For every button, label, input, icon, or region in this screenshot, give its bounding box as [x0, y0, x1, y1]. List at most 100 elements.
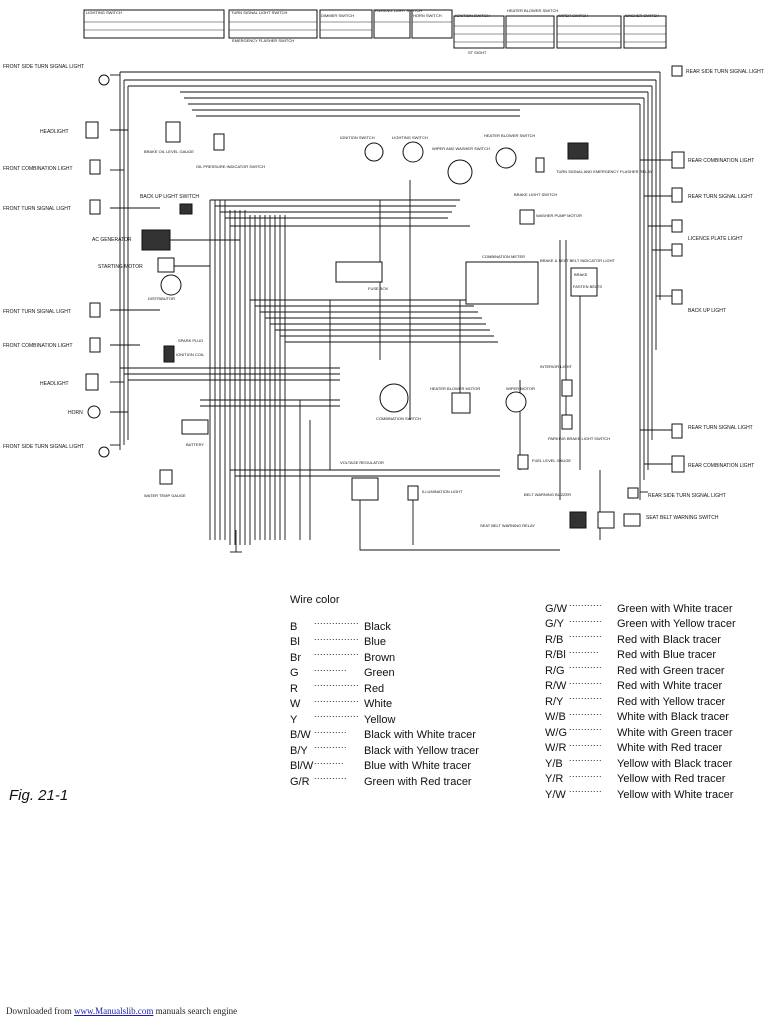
- legend-row: Y/R...........Yellow with Red tracer: [545, 767, 736, 786]
- legend-dots: ...........: [569, 706, 603, 717]
- legend-name: Green with White tracer: [617, 602, 733, 615]
- legend-name: Red with Yellow tracer: [617, 695, 726, 708]
- lbl-front-turn-2: FRONT TURN SIGNAL LIGHT: [3, 309, 71, 315]
- legend-name: Blue with White tracer: [364, 760, 471, 772]
- lbl-battery: BATTERY: [186, 442, 204, 447]
- legend-dots: ...............: [314, 631, 360, 642]
- legend-name: White with Black tracer: [617, 711, 729, 723]
- lbl-wiper-washer: WIPER AND WASHER SWITCH: [432, 146, 490, 151]
- legend-dots: ...........: [314, 771, 348, 781]
- legend-name: White with Red tracer: [617, 742, 723, 754]
- legend-code: Bl: [290, 636, 300, 648]
- lbl-turn-relay: TURN SIGNAL AND EMERGENCY FLASHER RELAY: [556, 169, 653, 174]
- lbl-water-temp: WATER TEMP GAUGE: [144, 493, 186, 498]
- lbl-front-side-turn-2: FRONT SIDE TURN SIGNAL LIGHT: [3, 444, 84, 450]
- legend-name: Black with White tracer: [364, 729, 476, 741]
- legend-code: B/W: [290, 729, 311, 741]
- legend-name: Black: [364, 620, 391, 633]
- legend-row: R/Y........... Red with Yellow tracer: [545, 689, 736, 708]
- legend-row: G/R...........Green with Red tracer: [290, 769, 479, 788]
- legend-title: Wire color: [290, 594, 340, 606]
- legend-dots: ..........: [314, 755, 345, 766]
- legend-dots: ...........: [569, 784, 603, 794]
- legend-row: G...........Green: [290, 661, 479, 680]
- lbl-front-combination-2: FRONT COMBINATION LIGHT: [3, 343, 73, 349]
- components: [85, 65, 685, 553]
- legend-code: W: [290, 698, 301, 710]
- legend-name: Red with White tracer: [617, 680, 723, 692]
- lbl-front-combination: FRONT COMBINATION LIGHT: [3, 166, 73, 172]
- lbl-fuse-box: FUSE BOX: [368, 286, 389, 291]
- legend-row: B...............Black: [290, 614, 479, 633]
- lbl-voltage-regulator: VOLTAGE REGULATOR: [340, 460, 384, 465]
- legend-dots: ...............: [314, 678, 360, 688]
- legend-row: W............... White: [290, 692, 479, 711]
- lbl-buzzer: BELT WARNING BUZZER: [524, 492, 571, 497]
- legend-name: Yellow with Red tracer: [617, 773, 726, 785]
- legend-row: R/B...........Red with Black tracer: [545, 627, 736, 646]
- legend-dots: ...............: [314, 693, 360, 704]
- harness: [110, 71, 672, 551]
- legend-name: Red: [364, 682, 385, 695]
- lbl-spark-plug: SPARK PLUG: [178, 338, 203, 343]
- legend-row: W/R...........White with Red tracer: [545, 736, 736, 755]
- lbl-lighting: LIGHTING SWITCH: [392, 135, 428, 140]
- center-labels: BRAKE OIL LEVEL GAUGE OIL PRESSURE INDIC…: [140, 133, 653, 528]
- lbl-fuel-gauge: FUEL LEVEL GAUGE: [532, 458, 571, 463]
- legend-code: R: [290, 682, 298, 695]
- legend-row: R............... Red: [290, 676, 479, 695]
- hdr-wiper: WIPER SWITCH: [558, 13, 588, 18]
- legend-dots: ...........: [569, 598, 603, 608]
- legend-row: R/Bl..........Red with Blue tracer: [545, 643, 736, 662]
- legend-code: B: [290, 620, 298, 633]
- legend-row: W/B...........White with Black tracer: [545, 705, 736, 724]
- lbl-ignition-coil: IGNITION COIL: [176, 352, 205, 357]
- hdr-washer: WASHER SWITCH: [625, 13, 659, 18]
- legend-dots: ...........: [569, 691, 603, 701]
- legend-dots: ..........: [569, 644, 600, 655]
- legend-row: Y/W...........Yellow with White tracer: [545, 782, 736, 801]
- legend-row: R/W...........Red with White tracer: [545, 674, 736, 693]
- legend-name: White: [364, 698, 393, 710]
- legend-row: Br...............Brown: [290, 645, 479, 664]
- wiring-diagram: LIGHTING SWITCH TURN SIGNAL LIGHT SWITCH…: [3, 8, 764, 553]
- legend-code: G/W: [545, 602, 567, 615]
- lbl-fasten-belts: FASTEN BELTS: [573, 284, 602, 289]
- legend-name: Red with Blue tracer: [617, 649, 717, 661]
- lbl-headlight: HEADLIGHT: [40, 129, 69, 135]
- legend-dots: ...........: [569, 613, 603, 624]
- hdr-ignition: IGNITION SWITCH: [455, 13, 490, 18]
- lbl-heater-motor: HEATER BLOWER MOTOR: [430, 386, 480, 391]
- legend-code: G/R: [290, 775, 310, 788]
- footer-prefix: Downloaded from: [6, 1006, 74, 1016]
- legend-code: R/G: [545, 664, 565, 677]
- hdr-heater: HEATER BLOWER SWITCH: [507, 8, 558, 13]
- legend-name: Yellow with Black tracer: [617, 757, 733, 770]
- lbl-distributor: DISTRIBUTOR: [148, 296, 175, 301]
- legend-code: G/Y: [545, 618, 564, 630]
- legend-dots: ...........: [569, 660, 603, 670]
- lbl-seat-belt-switch: SEAT BELT WARNING SWITCH: [646, 515, 719, 521]
- lbl-back-up: BACK UP LIGHT: [688, 308, 726, 314]
- lbl-rear-side-turn: REAR SIDE TURN SIGNAL LIGHT: [686, 69, 764, 75]
- left-labels: FRONT SIDE TURN SIGNAL LIGHT HEADLIGHT F…: [3, 64, 143, 450]
- lbl-rear-combination: REAR COMBINATION LIGHT: [688, 158, 754, 164]
- footer: Downloaded from www.Manualslib.com manua…: [6, 1006, 237, 1016]
- lbl-starting-motor: STARTING MOTOR: [98, 264, 143, 270]
- lbl-ignition: IGNITION SWITCH: [340, 135, 375, 140]
- legend-name: Red with Green tracer: [617, 664, 725, 677]
- hdr-horn: HORN SWITCH: [413, 13, 442, 18]
- legend-dots: ...........: [314, 662, 348, 673]
- legend-name: Red with Black tracer: [617, 633, 721, 646]
- lbl-brake-word: BRAKE: [574, 272, 588, 277]
- switch-tables: LIGHTING SWITCH TURN SIGNAL LIGHT SWITCH…: [83, 8, 667, 55]
- legend-code: R/Y: [545, 695, 564, 708]
- legend-code: Y/R: [545, 773, 564, 785]
- manualslib-link[interactable]: www.Manualslib.com: [73, 1006, 154, 1016]
- lbl-licence-plate: LICENCE PLATE LIGHT: [688, 236, 743, 242]
- lbl-front-side-turn: FRONT SIDE TURN SIGNAL LIGHT: [3, 64, 84, 70]
- legend-dots: ...........: [314, 740, 348, 750]
- lbl-interior: INTERIOR LIGHT: [540, 364, 573, 369]
- legend-dots: ...............: [314, 709, 360, 719]
- legend-code: R/B: [545, 633, 564, 646]
